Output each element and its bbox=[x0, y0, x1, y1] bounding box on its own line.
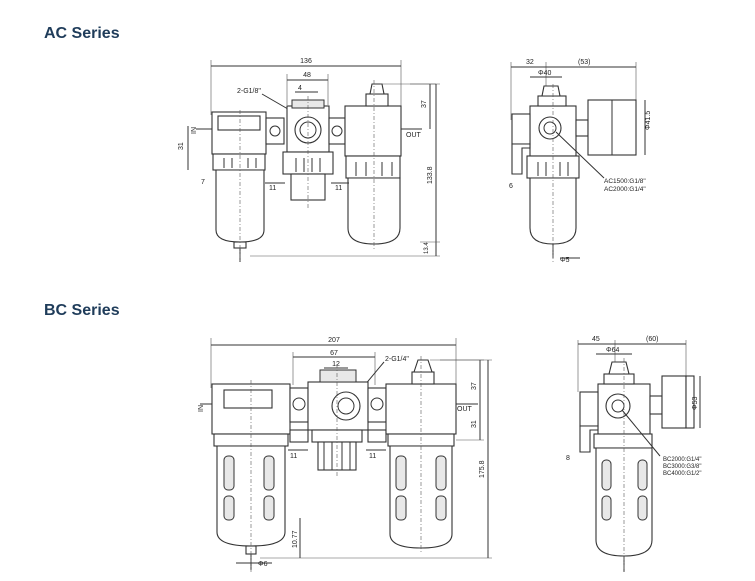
ac-side-dim-phi40: Φ40 bbox=[538, 70, 551, 77]
bc-dim-11-right: 11 bbox=[369, 453, 376, 460]
bc-dim-37: 37 bbox=[471, 382, 478, 390]
ac-out-label: OUT bbox=[406, 132, 422, 139]
bc-dim-175-8: 175.8 bbox=[479, 460, 486, 478]
ac-front-view: 136 48 4 2-G1/8" bbox=[178, 58, 440, 262]
ac-dim-13-4: 13.4 bbox=[424, 242, 430, 254]
ac-side-dim-phi41-5: Φ41.5 bbox=[645, 111, 652, 130]
ac-port-label: 2-G1/8" bbox=[237, 88, 261, 95]
bc-side-dim-phi53: Φ53 bbox=[692, 397, 699, 410]
bc-out-label: OUT bbox=[457, 406, 473, 413]
bc-in-label: IN bbox=[198, 405, 205, 412]
ac-side-dim-phi5: Φ5 bbox=[560, 257, 570, 264]
ac-port-note-2: AC2000:G1/4" bbox=[604, 186, 646, 193]
ac-dim-48: 48 bbox=[303, 72, 311, 79]
bc-side-view: 45 (60) Φ64 Φ53 8 BC2000:G1/4" BC3000:G3… bbox=[566, 336, 702, 574]
bc-port-note-1: BC2000:G1/4" bbox=[663, 457, 702, 463]
ac-dim-4: 4 bbox=[298, 85, 302, 92]
bc-port-note-2: BC3000:G3/8" bbox=[663, 464, 702, 470]
ac-side-view: 32 (53) Φ40 Φ41.5 6 Φ5 AC1500:G1/8" AC20… bbox=[509, 59, 652, 264]
bc-side-dim-45: 45 bbox=[592, 336, 600, 343]
ac-in-label: IN bbox=[191, 127, 198, 134]
bc-side-dim-phi64: Φ64 bbox=[606, 347, 619, 354]
ac-port-note-1: AC1500:G1/8" bbox=[604, 178, 646, 185]
ac-series-title: AC Series bbox=[44, 25, 120, 42]
ac-dim-11-right: 11 bbox=[335, 185, 342, 192]
ac-dim-136: 136 bbox=[300, 58, 312, 65]
ac-dim-7: 7 bbox=[201, 179, 205, 186]
bc-side-dim-60: (60) bbox=[646, 336, 658, 343]
bc-port-label: 2-G1/4" bbox=[385, 356, 409, 363]
ac-side-dim-6: 6 bbox=[509, 183, 513, 190]
bc-port-note-3: BC4000:G1/2" bbox=[663, 471, 702, 477]
bc-front-view: 207 67 12 2-G1/4" bbox=[198, 337, 492, 572]
bc-dim-207: 207 bbox=[328, 337, 340, 344]
ac-dim-133-8: 133.8 bbox=[427, 166, 434, 184]
bc-dim-10-77: 10.77 bbox=[292, 530, 299, 548]
ac-side-dim-53: (53) bbox=[578, 59, 590, 66]
ac-dim-11-left: 11 bbox=[269, 185, 276, 192]
bc-side-dim-8: 8 bbox=[566, 455, 570, 462]
ac-side-dim-32: 32 bbox=[526, 59, 534, 66]
bc-dim-67: 67 bbox=[330, 350, 338, 357]
bc-dim-31: 31 bbox=[471, 420, 478, 428]
ac-dim-31: 31 bbox=[178, 142, 185, 150]
bc-series-title: BC Series bbox=[44, 302, 120, 319]
ac-dim-37: 37 bbox=[421, 100, 428, 108]
bc-dim-12: 12 bbox=[332, 361, 340, 368]
bc-dim-11-left: 11 bbox=[290, 453, 297, 460]
bc-dim-phi6: Φ6 bbox=[258, 561, 268, 568]
